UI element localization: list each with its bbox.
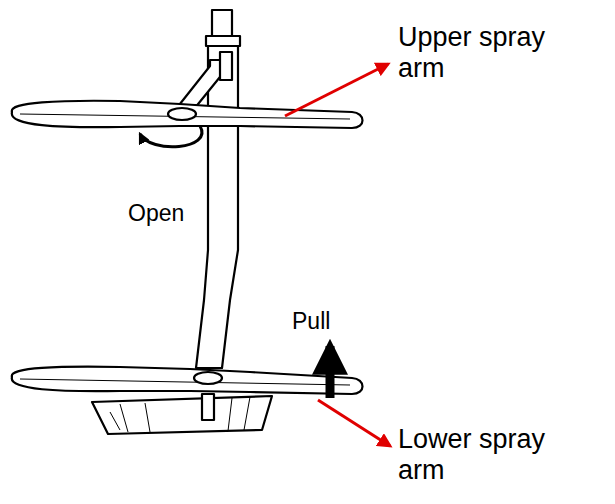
pull-arrow — [326, 346, 335, 398]
action-label: Pull — [292, 308, 372, 334]
upper-hub — [168, 108, 196, 120]
leader-arrow — [285, 64, 388, 116]
leader-arrow — [318, 400, 390, 446]
base-filter — [92, 396, 272, 434]
top-cap — [212, 10, 232, 36]
arm-ridge — [20, 379, 350, 385]
pipe-clip — [220, 52, 232, 80]
part-label: Lower spray arm — [398, 424, 573, 486]
rotate-arrow — [140, 126, 202, 147]
lower-spindle — [202, 394, 214, 420]
lower-hub — [194, 372, 222, 384]
lower-spray-arm — [12, 367, 363, 394]
cap-collar — [206, 36, 240, 46]
part-label: Upper spray arm — [398, 22, 573, 84]
action-label: Open — [128, 200, 218, 226]
